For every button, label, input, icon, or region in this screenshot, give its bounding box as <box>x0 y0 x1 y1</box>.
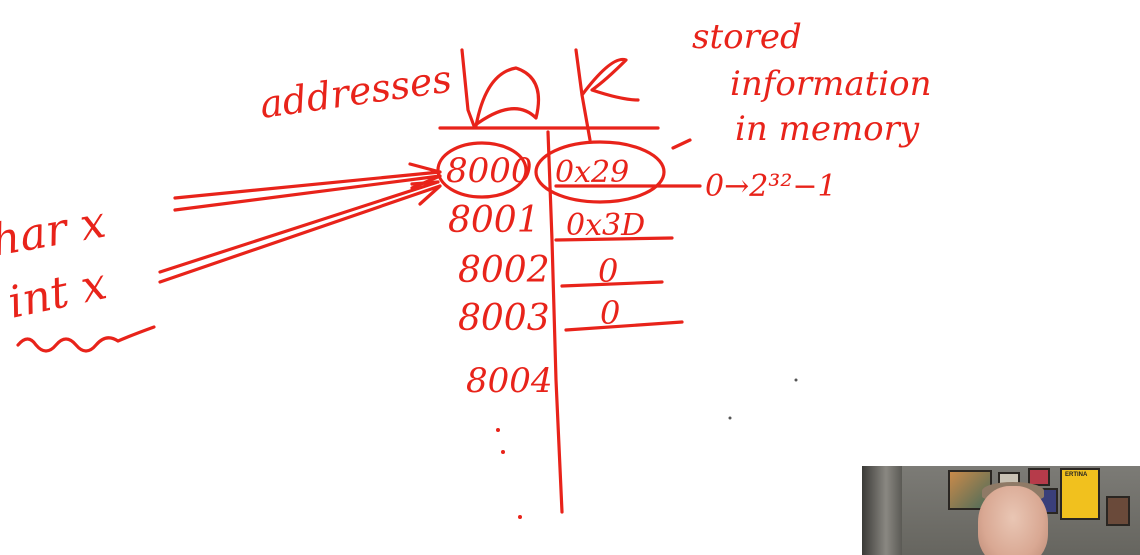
dot-3 <box>518 515 522 519</box>
range-label: 0→2³²−1 <box>705 169 837 204</box>
person-face <box>978 486 1048 555</box>
row-line-2 <box>554 236 674 242</box>
dot-5 <box>728 416 732 420</box>
webcam-doorframe <box>862 466 902 555</box>
wall-picture-5 <box>1106 496 1130 526</box>
address-8002: 8002 <box>458 250 550 291</box>
row-line-4 <box>564 320 684 332</box>
addresses-label: addresses <box>257 56 454 126</box>
webcam-overlay: ERTINA <box>862 466 1140 555</box>
int-x-label: int x <box>4 258 112 328</box>
wall-poster: ERTINA <box>1060 468 1100 520</box>
table-divider <box>546 130 564 514</box>
dot-1 <box>496 428 500 432</box>
addresses-pointer-arrow <box>460 48 541 128</box>
value-0-b: 0 <box>600 294 620 332</box>
address-8000-circle <box>436 141 528 199</box>
wall-picture-3 <box>1028 468 1050 486</box>
address-8001: 8001 <box>448 200 540 241</box>
row-line-3 <box>560 280 664 288</box>
arrow-char-to-address <box>173 162 442 212</box>
squiggle-underline <box>16 325 156 353</box>
address-8004: 8004 <box>466 361 553 401</box>
stored-label-line2: information <box>730 64 932 104</box>
dot-4 <box>794 378 798 382</box>
arrow-int-to-address <box>158 180 442 284</box>
dot-2 <box>501 450 505 454</box>
value-0-a: 0 <box>598 252 618 290</box>
value-0x29-circle <box>534 140 666 204</box>
stored-pointer-arrow <box>574 48 640 142</box>
address-8003: 8003 <box>458 298 550 339</box>
value-0x29: 0x29 <box>555 155 629 190</box>
stored-label-line3: in memory <box>735 109 920 149</box>
dash-mark <box>671 138 692 150</box>
stored-label-line1: stored <box>692 17 802 57</box>
wall-poster-text: ERTINA <box>1065 472 1088 478</box>
